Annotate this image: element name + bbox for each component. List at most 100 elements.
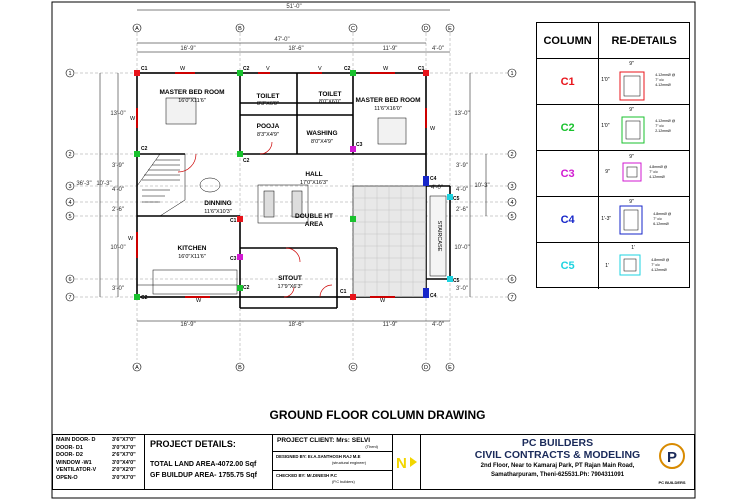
dim-inner-width: 47'-0" bbox=[274, 37, 289, 43]
designed-by: DESIGNED BY: Er.A.SANTHOSH RAJ M.E bbox=[276, 454, 361, 459]
col-tag-c2-f: C2 bbox=[243, 285, 250, 291]
window-mark-4: W bbox=[180, 66, 186, 72]
dim-left-seg-2: 3'-9" bbox=[112, 163, 124, 169]
client-name: PROJECT CLIENT: Mrs: SELVI bbox=[277, 437, 371, 444]
col-tag-c2-c: C2 bbox=[141, 146, 148, 152]
designer-role: (structural engineer) bbox=[332, 461, 366, 465]
col-tag-c2-d: C2 bbox=[243, 158, 250, 164]
column-detail-drawings bbox=[619, 71, 645, 276]
detail-depth: 1'-3" bbox=[601, 216, 612, 222]
grid-label-d-top: D bbox=[424, 26, 428, 32]
grid-label-b-bottom: B bbox=[238, 365, 242, 371]
grid-label-1-right: 1 bbox=[510, 71, 513, 77]
col-tag-c5-a: C5 bbox=[453, 196, 460, 202]
table-row: C3 9" 9" 4-8mmØ @ 7" c/c 4-12mmØ bbox=[537, 151, 689, 197]
logo-icon: P bbox=[659, 443, 685, 469]
dim-right-seg-5: 10'-0" bbox=[454, 245, 469, 251]
dim-right-seg-2: 3'-9" bbox=[456, 163, 468, 169]
checker-row: CHECKED BY: Mr.DINESH P.C (P.C builders) bbox=[273, 471, 392, 489]
room-name-pooja: POOJA bbox=[257, 123, 280, 130]
grid-label-c-top: C bbox=[351, 26, 355, 32]
grid-label-a-bottom: A bbox=[135, 365, 139, 371]
grid-label-7-left: 7 bbox=[68, 295, 71, 301]
dim-top-span-4: 4'-0" bbox=[432, 46, 444, 52]
detail-note-1: 4-8mmØ @ bbox=[651, 258, 670, 262]
detail-note-2: 7" c/c bbox=[655, 78, 664, 82]
checked-by: CHECKED BY: Mr.DINESH P.C bbox=[276, 473, 337, 478]
staircase bbox=[136, 153, 186, 217]
detail-note-1: 4-8mmØ @ bbox=[649, 165, 668, 169]
detail-note-3: 4-12mmØ bbox=[651, 268, 667, 272]
dim-bottom-span-2: 18'-6" bbox=[288, 322, 303, 328]
grid-label-6-right: 6 bbox=[510, 277, 513, 283]
detail-note-1: 4-12mmØ @ bbox=[655, 73, 676, 77]
company-address-1: 2nd Floor, Near to Kamaraj Park, PT Raja… bbox=[480, 463, 635, 469]
dim-left-seg-3: 4'-0" bbox=[112, 187, 124, 193]
detail-note-2: 7" c/c bbox=[651, 263, 660, 267]
grid-label-e-top: E bbox=[448, 26, 452, 32]
room-name-kitchen: KITCHEN bbox=[178, 245, 207, 252]
detail-note-1: 4-12mmØ @ bbox=[655, 119, 676, 123]
company-name: PC BUILDERS bbox=[521, 437, 594, 449]
grid-label-2-left: 2 bbox=[68, 152, 71, 158]
doors bbox=[177, 141, 333, 298]
room-size-master-bed-2: 11'6"X16'0" bbox=[374, 106, 402, 112]
column-id: C4 bbox=[537, 197, 600, 242]
designer-row: DESIGNED BY: Er.A.SANTHOSH RAJ M.E (stru… bbox=[273, 452, 392, 471]
room-size-toilet-2: 8'0"X6'0" bbox=[319, 99, 341, 105]
room-name-double-ht: DOUBLE HT bbox=[295, 213, 333, 220]
grid-label-7-right: 7 bbox=[510, 295, 513, 301]
schedule-value: 2'0"X2'0" bbox=[112, 467, 136, 474]
client-row: PROJECT CLIENT: Mrs: SELVI (Theni) bbox=[273, 435, 392, 452]
room-name-master-bed-1: MASTER BED ROOM bbox=[160, 89, 225, 96]
detail-depth: 9" bbox=[605, 169, 610, 175]
col-tag-c3-a: C3 bbox=[356, 142, 363, 148]
staircase-label: STAIRCASE bbox=[436, 221, 442, 252]
company-address-2: Samatharpuram, Theni-625531.Ph: 79043110… bbox=[490, 472, 625, 478]
detail-note-2: 7" c/c bbox=[655, 124, 664, 128]
column-details-table: COLUMN RE-DETAILS C1 9" 1'0" 4-12mmØ @ 7… bbox=[536, 22, 690, 289]
room-size-hall: 17'0"X16'3" bbox=[300, 180, 328, 186]
dim-left-seg-5: 10'-0" bbox=[110, 245, 125, 251]
grid-label-b-top: B bbox=[238, 26, 242, 32]
north-arrow-icon: N bbox=[396, 455, 417, 470]
grid-label-d-bottom: D bbox=[424, 365, 428, 371]
table-header: COLUMN RE-DETAILS bbox=[537, 23, 689, 59]
schedule-row: DOOR- D2 2'6"X7'0" bbox=[56, 452, 141, 460]
grid-label-5-left: 5 bbox=[68, 214, 71, 220]
col-tag-c3-b: C3 bbox=[230, 256, 237, 262]
dim-right-seg-1: 13'-0" bbox=[454, 111, 469, 117]
vent-mark-2: V bbox=[318, 66, 322, 72]
schedule-label: DOOR- D2 bbox=[56, 452, 83, 459]
grid-label-2-right: 2 bbox=[510, 152, 513, 158]
room-name-sitout: SITOUT bbox=[278, 275, 302, 282]
room-name-toilet-1: TOILET bbox=[257, 93, 280, 100]
detail-note-3: 6-12mmØ bbox=[653, 222, 669, 226]
detail-width: 9" bbox=[629, 61, 634, 67]
project-heading: PROJECT DETAILS: bbox=[150, 439, 236, 449]
drawing-title: GROUND FLOOR COLUMN DRAWING bbox=[269, 408, 486, 422]
room-size-pooja: 8'3"X4'9" bbox=[257, 132, 279, 138]
dim-bottom-span-1: 16'-9" bbox=[180, 322, 195, 328]
window-mark-7: W bbox=[380, 298, 386, 304]
company-logo: P PC BUILDERS bbox=[654, 441, 690, 485]
dim-left-seg-4: 2'-6" bbox=[112, 207, 124, 213]
table-row: C2 9" 1'0" 4-12mmØ @ 7" c/c 2-12mmØ bbox=[537, 105, 689, 151]
client-place: (Theni) bbox=[365, 444, 378, 449]
dim-top-span-3: 11'-9" bbox=[383, 46, 398, 52]
window-mark-6: W bbox=[196, 298, 202, 304]
grid-label-c-bottom: C bbox=[351, 365, 355, 371]
north-letter: N bbox=[396, 455, 407, 470]
dim-overall-width: 51'-0" bbox=[286, 4, 301, 10]
schedule-value: 2'6"X7'0" bbox=[112, 452, 136, 459]
dim-right-seg-3: 4'-0" bbox=[456, 187, 468, 193]
detail-note-3: 2-12mmØ bbox=[655, 129, 671, 133]
company-info: PC BUILDERS CIVIL CONTRACTS & MODELING 2… bbox=[421, 435, 694, 489]
detail-depth: 1'0" bbox=[601, 123, 610, 129]
dim-right-overall: 10'-3" bbox=[474, 183, 489, 189]
detail-width: 1' bbox=[631, 245, 635, 251]
detail-note-3: 4-12mmØ bbox=[649, 175, 665, 179]
